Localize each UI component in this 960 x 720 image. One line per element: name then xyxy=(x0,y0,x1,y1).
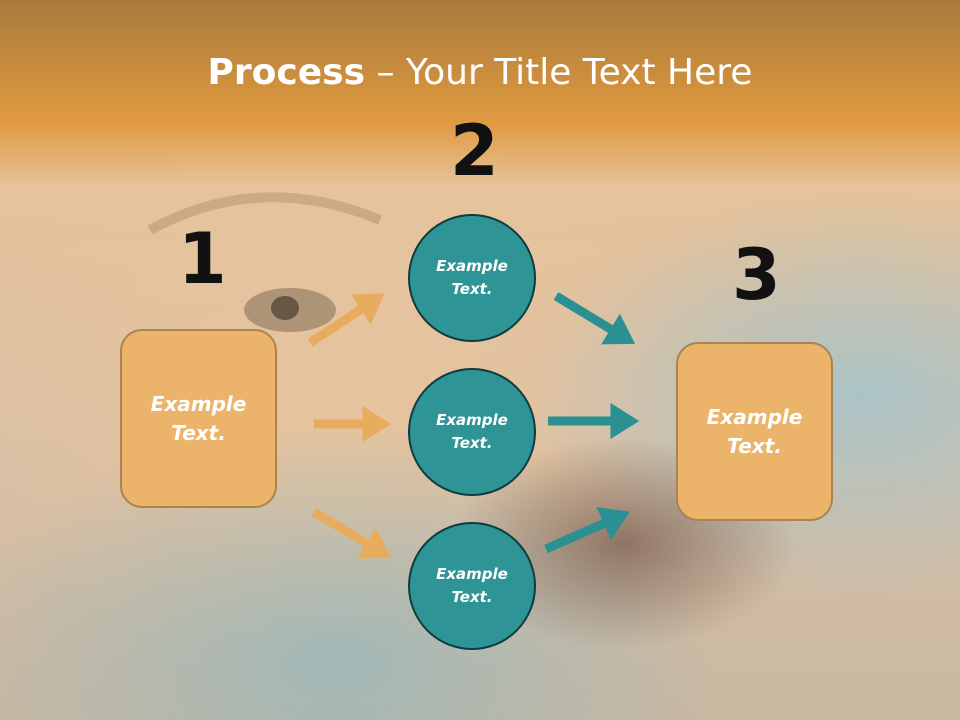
circle-bottom-text: Example Text. xyxy=(436,565,508,606)
circle-top: Example Text. xyxy=(408,214,536,342)
step-number-2: 2 xyxy=(450,110,499,192)
circle-middle-text: Example Text. xyxy=(436,411,508,452)
title-bold: Process xyxy=(207,52,366,93)
step-number-1: 1 xyxy=(178,218,227,300)
left-box-text: Example Text. xyxy=(150,391,247,445)
circle-bottom: Example Text. xyxy=(408,522,536,650)
arrow-teal-up xyxy=(544,507,630,554)
step-number-3: 3 xyxy=(732,234,781,316)
arrow-orange-up xyxy=(307,293,385,347)
arrow-teal-down xyxy=(553,292,636,345)
circle-top-text: Example Text. xyxy=(436,257,508,298)
slide-title: Process – Your Title Text Here xyxy=(0,52,960,93)
right-box: Example Text. xyxy=(676,342,833,521)
circle-middle: Example Text. xyxy=(408,368,536,496)
right-box-text: Example Text. xyxy=(706,404,803,458)
title-rest: – Your Title Text Here xyxy=(365,52,753,93)
left-box: Example Text. xyxy=(120,329,277,508)
arrow-orange-down xyxy=(311,508,392,559)
